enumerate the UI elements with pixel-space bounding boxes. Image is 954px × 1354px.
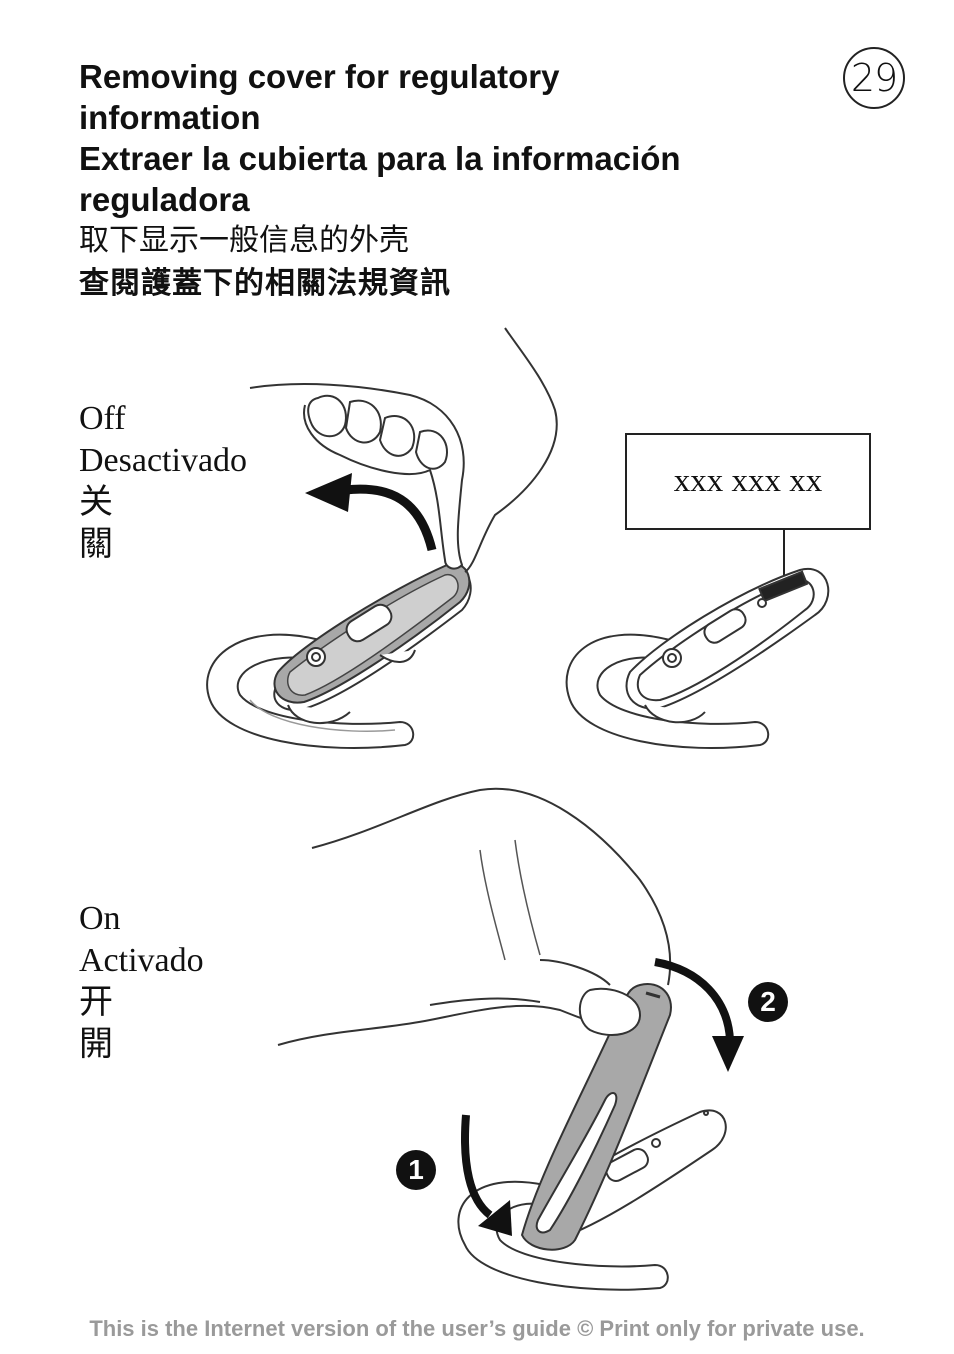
illustrations xyxy=(206,327,830,1291)
heading-es-line2: reguladora xyxy=(79,181,250,218)
on-label-zh-simplified: 开 xyxy=(79,984,113,1021)
on-label-es: Activado xyxy=(79,942,204,979)
step-1-badge: 1 xyxy=(396,1150,436,1190)
headset-off-illustration xyxy=(206,327,558,749)
heading-en-line1: Removing cover for regulatory xyxy=(79,58,560,95)
heading-zh-simplified: 取下显示一般信息的外壳 xyxy=(79,223,409,258)
off-label-en: Off xyxy=(79,400,126,437)
page-number: 29 xyxy=(843,47,905,109)
heading-es-line1: Extraer la cubierta para la información xyxy=(79,140,681,177)
heading-zh-traditional: 查閱護蓋下的相關法規資訊 xyxy=(79,266,451,301)
off-labels: Off Desactivado 关 關 xyxy=(79,398,247,566)
off-label-zh-simplified: 关 xyxy=(79,484,113,521)
on-labels: On Activado 开 開 xyxy=(79,898,204,1066)
headset-on-illustration xyxy=(277,787,727,1291)
off-label-zh-traditional: 關 xyxy=(79,526,113,563)
on-label-en: On xyxy=(79,900,121,937)
regulatory-label-box: xxx xxx xx xyxy=(625,433,871,530)
step-2-badge: 2 xyxy=(748,982,788,1022)
footer-notice: This is the Internet version of the user… xyxy=(89,1316,865,1341)
off-label-es: Desactivado xyxy=(79,442,248,479)
headset-label-illustration xyxy=(565,530,830,749)
heading-en-line2: information xyxy=(79,99,261,136)
on-label-zh-traditional: 開 xyxy=(79,1026,113,1063)
page-heading: Removing cover for regulatory informatio… xyxy=(79,56,799,306)
